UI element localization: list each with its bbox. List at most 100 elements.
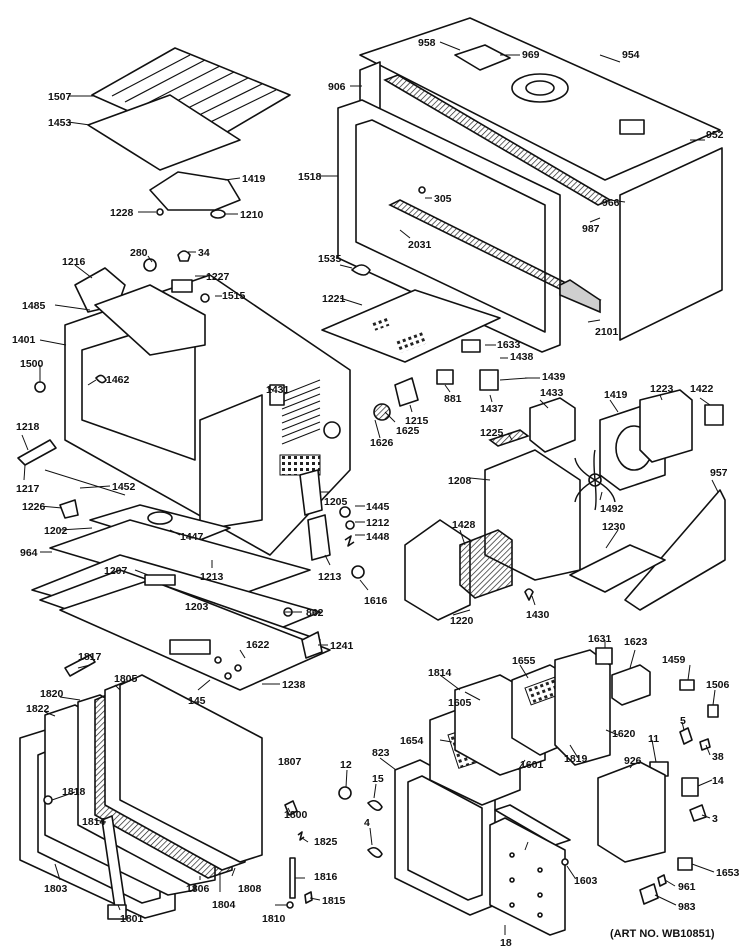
callout-1419: 1419 bbox=[242, 173, 266, 185]
callout-1445: 1445 bbox=[366, 501, 390, 513]
board-18-holes bbox=[509, 852, 543, 918]
callout-1419b: 1419 bbox=[604, 389, 628, 401]
switch-1631 bbox=[595, 647, 613, 665]
callout-1212: 1212 bbox=[366, 517, 390, 529]
screw-1212 bbox=[345, 520, 355, 530]
callout-1439: 1439 bbox=[542, 371, 566, 383]
callout-1205: 1205 bbox=[324, 496, 348, 508]
bracket-1205 bbox=[299, 469, 323, 516]
bracket-1225 bbox=[488, 429, 530, 447]
callout-1631: 1631 bbox=[588, 633, 612, 645]
callout-11: 11 bbox=[648, 733, 659, 745]
callout-1825: 1825 bbox=[314, 836, 338, 848]
bracket-1218 bbox=[17, 439, 57, 466]
knob-4 bbox=[367, 846, 383, 858]
callout-1518: 1518 bbox=[298, 171, 322, 183]
screw-1603 bbox=[561, 858, 569, 866]
part-961 bbox=[657, 874, 667, 887]
grommet-1210 bbox=[210, 209, 226, 219]
part-1506 bbox=[707, 704, 719, 718]
art-number: (ART NO. WB10851) bbox=[610, 928, 715, 940]
top-tab bbox=[619, 119, 645, 135]
part-1653 bbox=[677, 857, 693, 871]
callout-1216: 1216 bbox=[62, 256, 86, 268]
hook-1535 bbox=[351, 264, 371, 276]
callout-1431: 1431 bbox=[266, 384, 290, 396]
part-14 bbox=[681, 777, 699, 797]
door-latch-1800 bbox=[284, 800, 298, 816]
callout-1221: 1221 bbox=[322, 293, 346, 305]
callout-38: 38 bbox=[712, 751, 724, 763]
clip-34 bbox=[177, 250, 191, 262]
callout-906: 906 bbox=[328, 81, 346, 93]
clip-1817 bbox=[64, 654, 96, 677]
relay-1422 bbox=[704, 404, 724, 426]
transformer-1428 bbox=[459, 529, 513, 599]
callout-823: 823 bbox=[372, 747, 390, 759]
switch-1213 bbox=[307, 514, 331, 561]
callout-1655: 1655 bbox=[512, 655, 536, 667]
callout-4: 4 bbox=[364, 817, 370, 829]
callout-1459: 1459 bbox=[662, 654, 686, 666]
callout-1804: 1804 bbox=[212, 899, 236, 911]
callout-1616: 1616 bbox=[364, 595, 388, 607]
callout-1438: 1438 bbox=[510, 351, 534, 363]
callout-1485: 1485 bbox=[22, 300, 46, 312]
screw-1228 bbox=[156, 208, 164, 216]
socket-1227 bbox=[171, 279, 193, 293]
round-port bbox=[323, 421, 341, 439]
gear-1625 bbox=[373, 403, 391, 421]
relay-1623 bbox=[611, 664, 651, 706]
callout-1822: 1822 bbox=[26, 703, 50, 715]
callout-1626: 1626 bbox=[370, 437, 394, 449]
rect-vent-1 bbox=[144, 574, 176, 586]
clip-1226 bbox=[59, 499, 79, 519]
callout-1225: 1225 bbox=[480, 427, 504, 439]
callout-954: 954 bbox=[622, 49, 640, 61]
control-bracket-1485 bbox=[94, 284, 206, 356]
block-881 bbox=[436, 369, 454, 385]
control-panel-plate-1221 bbox=[321, 289, 501, 363]
callout-926: 926 bbox=[624, 755, 642, 767]
callout-1816: 1816 bbox=[314, 871, 338, 883]
callout-18: 18 bbox=[500, 937, 512, 949]
callout-1223: 1223 bbox=[650, 383, 674, 395]
callout-1819: 1819 bbox=[564, 753, 588, 765]
callout-1203: 1203 bbox=[185, 601, 209, 613]
screw-305 bbox=[418, 186, 426, 194]
callout-1814b: 1814 bbox=[82, 816, 106, 828]
callout-1601: 1601 bbox=[520, 759, 544, 771]
callout-1238: 1238 bbox=[282, 679, 306, 691]
callout-1603: 1603 bbox=[574, 875, 598, 887]
callout-1654: 1654 bbox=[400, 735, 424, 747]
callout-1605: 1605 bbox=[448, 697, 472, 709]
callout-983: 983 bbox=[678, 901, 696, 913]
callout-1818: 1818 bbox=[62, 786, 86, 798]
callout-1817: 1817 bbox=[78, 651, 102, 663]
callout-1220: 1220 bbox=[450, 615, 474, 627]
callout-1623: 1623 bbox=[624, 636, 648, 648]
callout-1492: 1492 bbox=[600, 503, 624, 515]
callout-1226: 1226 bbox=[22, 501, 46, 513]
callout-957: 957 bbox=[710, 467, 728, 479]
callout-964: 964 bbox=[20, 547, 38, 559]
callout-961: 961 bbox=[678, 881, 696, 893]
leader-lines bbox=[21, 41, 719, 935]
motor-1447 bbox=[147, 511, 173, 525]
door-handle-end bbox=[107, 904, 127, 920]
circuit-board-926 bbox=[597, 761, 666, 863]
callout-1453: 1453 bbox=[48, 117, 72, 129]
callout-1803: 1803 bbox=[44, 883, 68, 895]
callout-862: 862 bbox=[306, 607, 324, 619]
callouts: 1507 1453 1419 1228 1210 958 969 954 906… bbox=[12, 37, 740, 949]
callout-1653: 1653 bbox=[716, 867, 740, 879]
callout-1801: 1801 bbox=[120, 913, 144, 925]
callout-1820: 1820 bbox=[40, 688, 64, 700]
block-1633 bbox=[461, 339, 481, 353]
callout-1213: 1213 bbox=[318, 571, 342, 583]
callout-12: 12 bbox=[340, 759, 352, 771]
wire-1452 bbox=[44, 469, 126, 496]
lamp-280 bbox=[143, 258, 157, 272]
callout-2031: 2031 bbox=[408, 239, 432, 251]
